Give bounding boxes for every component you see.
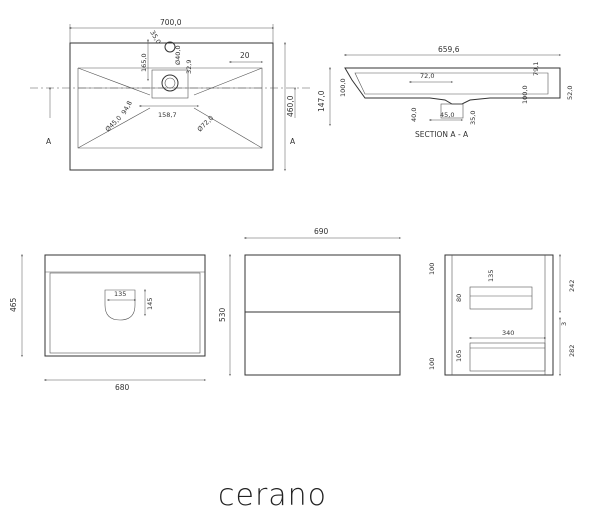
section-dim-2: 45,0: [440, 111, 454, 119]
side-dim-6: 105: [455, 350, 463, 362]
cabinet-front-view: 690 530: [218, 227, 402, 377]
basin-section-view: 659,6 147,0 72,0 100,0 45,0 40,0 35,0 10…: [317, 45, 574, 139]
side-dim-0: 135: [487, 270, 495, 282]
side-dim-3: 242: [568, 280, 576, 292]
basin-dim-1: 165,0: [140, 53, 148, 72]
side-dim-2: 80: [455, 294, 463, 302]
cabinet-top-dim-0: 135: [114, 290, 126, 298]
section-dim-0: 72,0: [420, 72, 434, 80]
section-marker-a-left: A: [46, 137, 52, 146]
basin-dim-2: 94,8: [120, 99, 134, 116]
section-marker-a-right: A: [290, 137, 296, 146]
side-dim-4: 340: [502, 329, 514, 337]
cabinet-side-view: 135 100 80 242 340 3 105 100 282: [428, 253, 576, 377]
cabinet-front-height-label: 530: [218, 307, 227, 322]
section-dim-6: 52,0: [566, 86, 574, 100]
side-dim-5: 3: [560, 322, 568, 326]
section-length-label: 659,6: [438, 45, 460, 54]
basin-dim-7: 32,9: [185, 60, 193, 74]
section-dim-1: 100,0: [339, 78, 347, 97]
basin-dim-6: Ø40,0: [174, 45, 182, 65]
section-height-label: 147,0: [317, 90, 326, 112]
brand-logo-text: cerano: [218, 478, 327, 513]
cabinet-top-dim-1: 145: [146, 298, 154, 310]
cabinet-width-label: 680: [115, 383, 130, 392]
section-dim-3: 40,0: [410, 108, 418, 122]
section-dim-5: 100,0: [521, 85, 529, 104]
basin-dim-5: Ø72,0: [196, 114, 216, 134]
section-label: SECTION A - A: [415, 130, 469, 139]
section-dim-7: 79,1: [532, 62, 540, 76]
side-dim-1: 100: [428, 263, 436, 275]
basin-depth-label: 460,0: [286, 95, 295, 117]
section-dim-4: 35,0: [469, 111, 477, 125]
cabinet-depth-label: 465: [9, 297, 18, 312]
cabinet-top-view: 680 465 135 145: [9, 253, 207, 392]
cabinet-front-width-label: 690: [314, 227, 329, 236]
side-dim-7: 100: [428, 358, 436, 370]
basin-dim-3: Ø45,0: [104, 114, 124, 134]
basin-dim-8: 20: [240, 51, 250, 60]
side-dim-8: 282: [568, 345, 576, 357]
basin-width-label: 700,0: [160, 18, 182, 27]
basin-dim-4: 158,7: [158, 111, 177, 119]
basin-top-view: 700,0 460,0 35,0 165,0 94,8 Ø45,0 158,7 …: [30, 18, 310, 172]
